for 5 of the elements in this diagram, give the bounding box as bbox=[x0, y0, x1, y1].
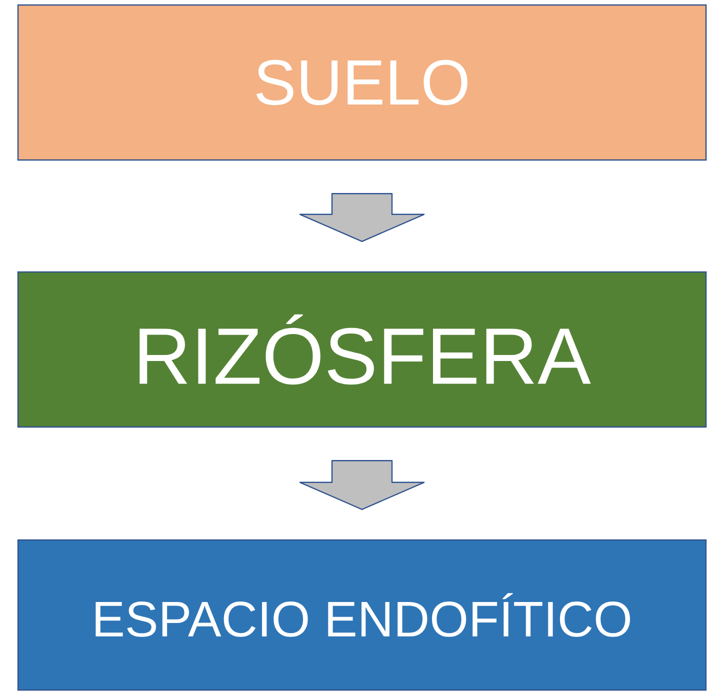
block-arrow bbox=[299, 193, 425, 242]
block-arrow bbox=[299, 460, 425, 510]
process-box: RIZÓSFERA bbox=[17, 271, 707, 428]
process-box: ESPACIO ENDOFÍTICO bbox=[17, 539, 707, 691]
process-box: SUELO bbox=[17, 4, 707, 161]
